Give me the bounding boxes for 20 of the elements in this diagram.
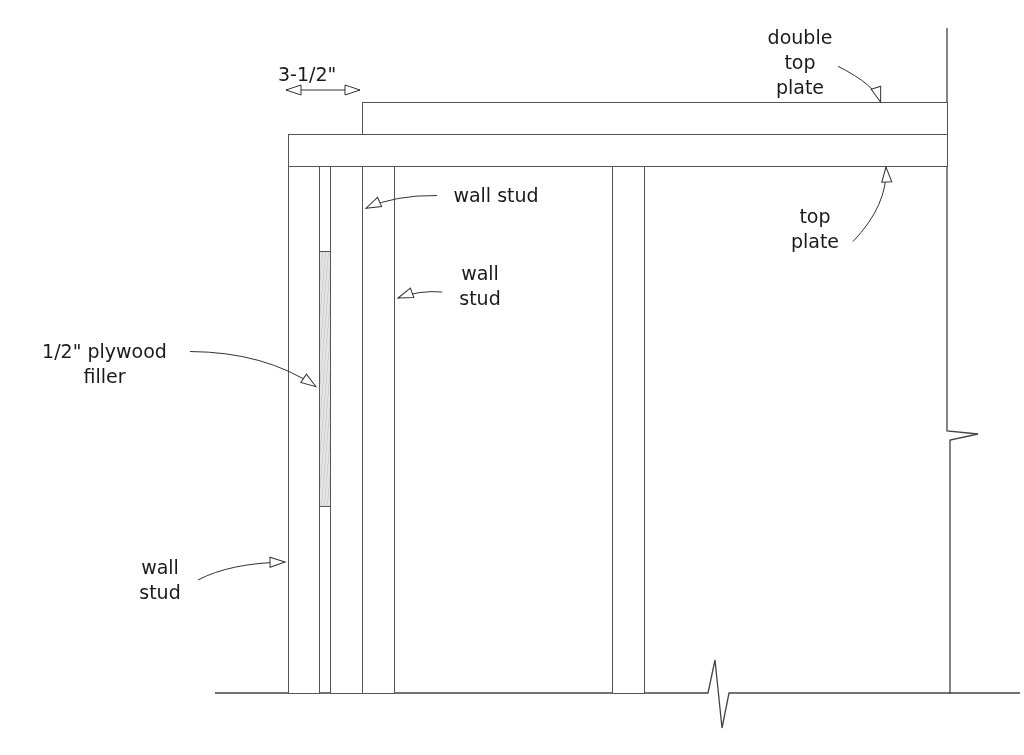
wall-stud <box>288 166 320 694</box>
double-top-plate <box>362 102 948 135</box>
wall-stud <box>330 166 363 694</box>
leader-line <box>852 166 892 242</box>
top-plate <box>288 134 948 167</box>
wall-stud <box>612 166 645 694</box>
dimension-text: 3-1/2" <box>278 62 337 87</box>
plywood-filler <box>319 251 331 507</box>
callout-label: wall stud <box>440 183 552 208</box>
callout-label: double top plate <box>765 25 835 100</box>
callout-label: wall stud <box>445 261 515 311</box>
callout-label: top plate <box>780 204 850 254</box>
callout-label: wall stud <box>125 555 195 605</box>
leader-line <box>197 556 286 581</box>
callout-label: 1/2" plywood filler <box>22 339 187 389</box>
leader-line <box>365 195 438 209</box>
leader-line <box>837 65 882 103</box>
wall-stud <box>362 166 395 694</box>
leader-line <box>189 351 317 388</box>
leader-line <box>397 287 443 299</box>
